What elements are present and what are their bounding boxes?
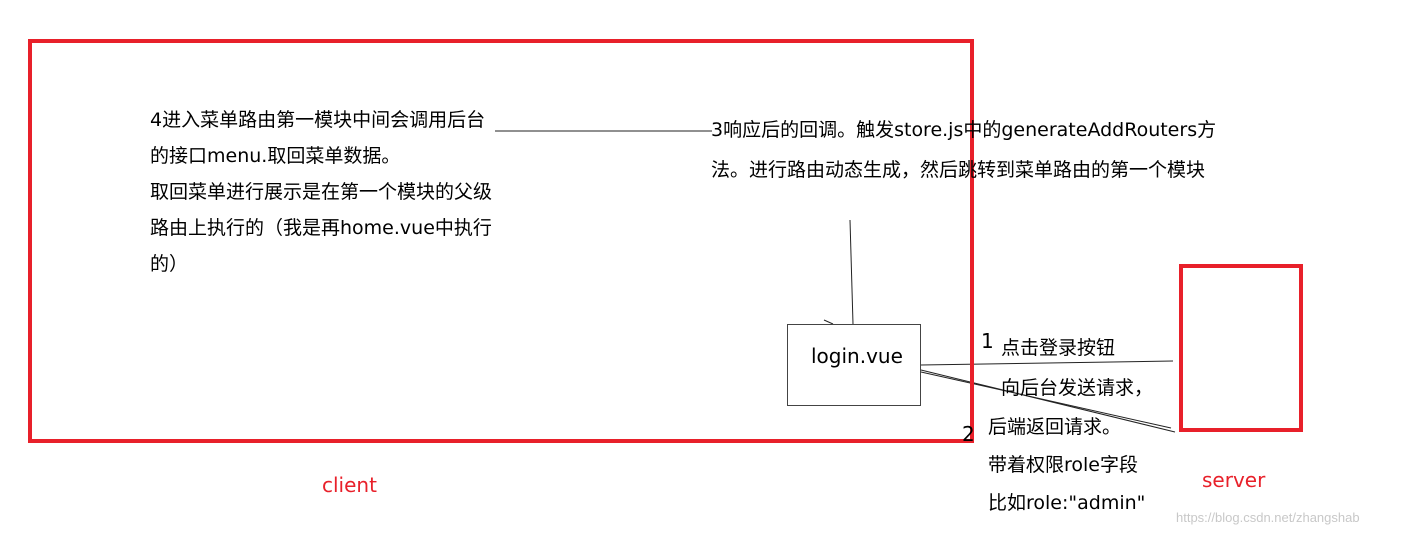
- callback-note-line: 3响应后的回调。触发store.js中的generateAddRouters方: [711, 119, 1217, 141]
- menu-note: 4进入菜单路由第一模块中间会调用后台 的接口menu.取回菜单数据。 取回菜单进…: [150, 102, 492, 282]
- menu-note-line: 路由上执行的（我是再home.vue中执行: [150, 217, 492, 239]
- server-region: [1179, 264, 1303, 432]
- callback-note: 3响应后的回调。触发store.js中的generateAddRouters方 …: [711, 112, 1216, 188]
- client-region: [28, 39, 974, 443]
- callback-arrow-tick: [823, 319, 834, 325]
- response-line-upper: [920, 369, 1176, 433]
- login-vue-label: login.vue: [811, 344, 903, 368]
- step-2-line: 比如role:"admin": [988, 492, 1146, 514]
- menu-note-line: 的）: [150, 253, 189, 275]
- menu-note-line: 的接口menu.取回菜单数据。: [150, 145, 401, 167]
- request-line: [920, 360, 1174, 366]
- step-1-number: 1: [981, 329, 994, 353]
- callback-note-line: 法。进行路由动态生成，然后跳转到菜单路由的第一个模块: [711, 159, 1206, 181]
- step-2-text: 后端返回请求。 带着权限role字段 比如role:"admin": [988, 409, 1145, 521]
- watermark: https://blog.csdn.net/zhangshab: [1176, 510, 1360, 525]
- response-line-lower: [920, 371, 1172, 429]
- server-label: server: [1202, 468, 1266, 492]
- client-label: client: [322, 473, 377, 497]
- menu-note-line: 取回菜单进行展示是在第一个模块的父级: [150, 181, 493, 203]
- step-2-line: 带着权限role字段: [988, 454, 1138, 476]
- step-2-line: 后端返回请求。: [988, 416, 1122, 438]
- step-1-line2: 向后台发送请求，: [1001, 377, 1154, 399]
- step-1-text: 点击登录按钮: [1001, 337, 1116, 359]
- menu-note-line: 4进入菜单路由第一模块中间会调用后台: [150, 109, 486, 131]
- step-2-number: 2: [962, 422, 975, 446]
- login-vue-box: [787, 324, 921, 406]
- callback-arrow-line: [849, 219, 854, 325]
